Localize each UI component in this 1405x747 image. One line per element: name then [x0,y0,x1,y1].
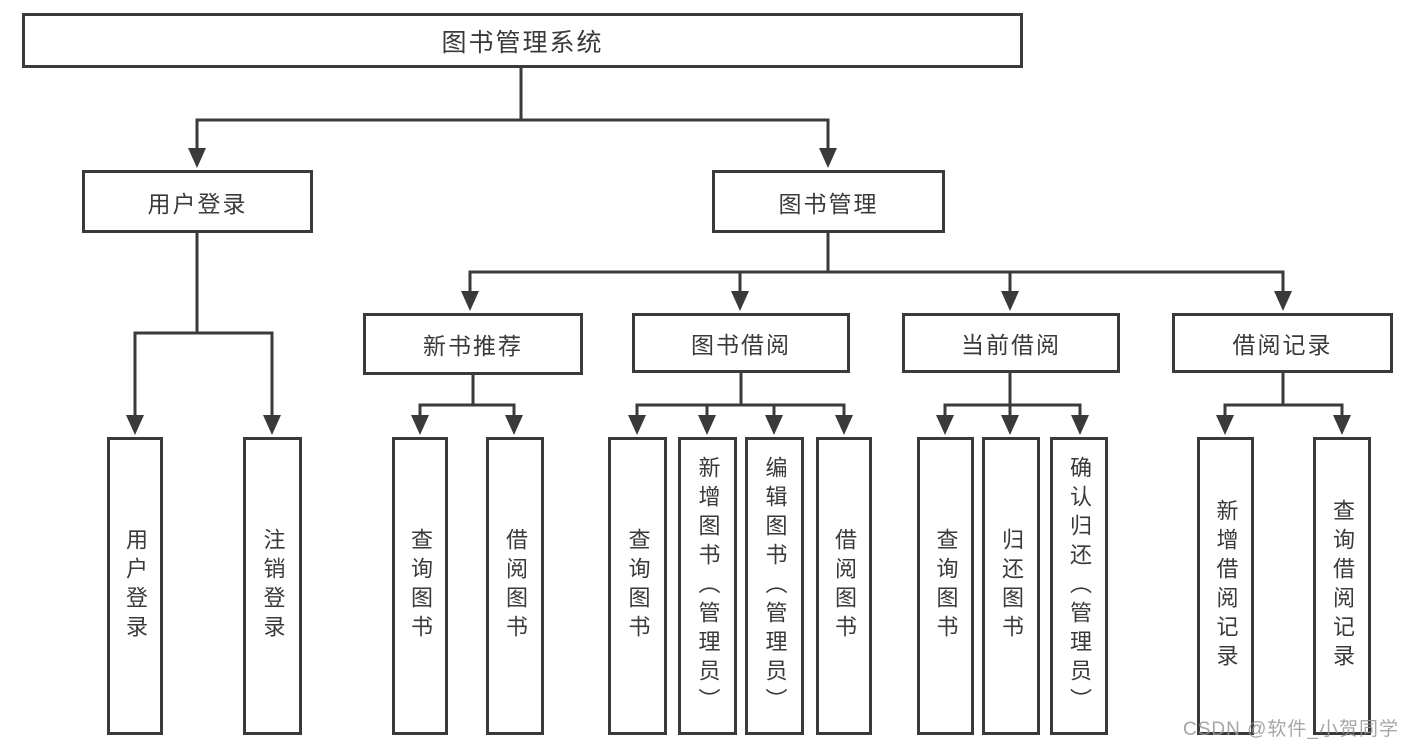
node-book-management-branch: 图书管理 [712,170,945,233]
leaf-label: 借阅图书 [832,528,857,644]
leaf-label: 新增图书（管理员） [695,455,721,717]
leaf-label: 查询借阅记录 [1330,499,1355,673]
leaf-query-books: 查询图书 [917,437,974,735]
leaf-label: 编辑图书（管理员） [762,455,788,717]
node-borrowing-records: 借阅记录 [1172,313,1393,373]
leaf-label: 归还图书 [999,528,1024,644]
leaf-query-books: 查询图书 [392,437,448,735]
leaf-label: 查询图书 [625,528,651,644]
node-new-book-recommendation: 新书推荐 [363,313,583,375]
leaf-label: 查询图书 [933,528,959,644]
node-book-borrowing: 图书借阅 [632,313,850,373]
leaf-label: 新增借阅记录 [1213,499,1239,673]
leaf-confirm-return-admin: 确认归还（管理员） [1050,437,1108,735]
leaf-label: 查询图书 [408,528,433,644]
leaf-borrow-books: 借阅图书 [816,437,872,735]
leaf-add-books-admin: 新增图书（管理员） [678,437,737,735]
csdn-watermark: CSDN @软件_小贺同学 [1183,719,1399,740]
leaf-return-books: 归还图书 [982,437,1040,735]
leaf-label: 确认归还（管理员） [1067,455,1092,717]
leaf-edit-books-admin: 编辑图书（管理员） [745,437,804,735]
leaf-label: 注销登录 [260,528,286,644]
node-label: 图书管理 [778,190,879,217]
node-label: 借阅记录 [1232,332,1333,358]
node-library-management-system: 图书管理系统 [22,13,1023,68]
leaf-label: 用户登录 [123,528,148,644]
node-user-login-branch: 用户登录 [82,170,313,233]
node-current-borrowing: 当前借阅 [902,313,1120,373]
node-label: 当前借阅 [961,332,1061,358]
leaf-logout: 注销登录 [243,437,302,735]
node-label: 图书借阅 [691,332,791,358]
leaf-label: 借阅图书 [503,528,528,644]
leaf-query-books: 查询图书 [608,437,667,735]
leaf-user-login: 用户登录 [107,437,163,735]
leaf-add-borrow-record: 新增借阅记录 [1197,437,1254,735]
node-label: 用户登录 [147,190,248,217]
leaf-borrow-books: 借阅图书 [486,437,544,735]
arrowheads [126,148,1351,435]
leaf-query-borrow-record: 查询借阅记录 [1313,437,1371,735]
node-label: 新书推荐 [423,333,523,359]
node-label: 图书管理系统 [441,28,604,57]
